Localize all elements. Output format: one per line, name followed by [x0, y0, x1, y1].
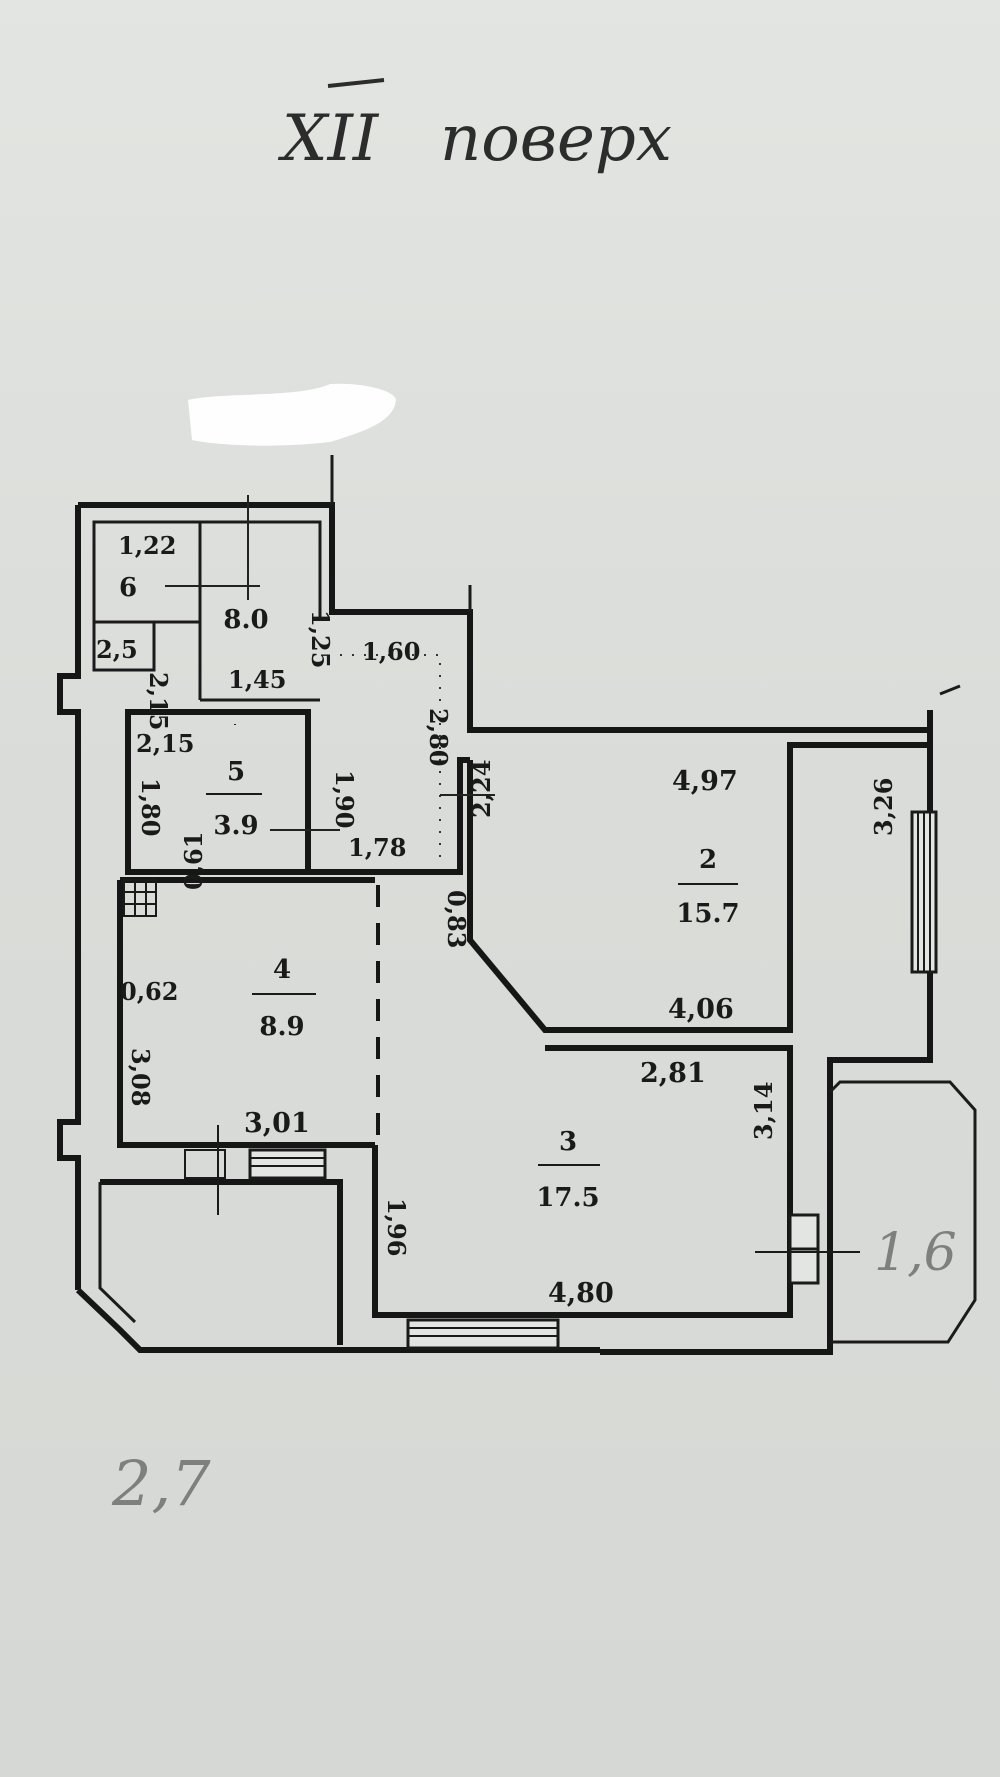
room-4-number: 4 — [273, 955, 291, 985]
kitchen-window — [248, 1148, 327, 1180]
floor-word: поверх — [440, 102, 672, 176]
corridor-wall-bottom — [308, 757, 470, 875]
outer-wall-left — [57, 505, 81, 1290]
room-4-outline — [117, 877, 380, 1148]
balcony-left-area: 2,7 — [111, 1447, 211, 1520]
dim-4-06: 4,06 — [668, 994, 734, 1025]
stove-icon — [123, 879, 157, 917]
corridor-partitions — [308, 742, 930, 1033]
room-5-number: 5 — [227, 757, 245, 787]
balcony-right-walls — [828, 1080, 977, 1344]
room-4-left-bottom-wall — [117, 880, 375, 1148]
dim-2-81: 2,81 — [640, 1058, 706, 1089]
room-3-walls — [372, 1045, 793, 1318]
dim-3-08: 3,08 — [126, 1048, 155, 1106]
room-2-walls — [467, 742, 930, 1033]
hall-top-wall — [200, 520, 322, 620]
room-2-window — [910, 810, 938, 974]
kitchen-door — [184, 1149, 226, 1179]
dim-2-5: 2,5 — [96, 635, 138, 664]
dim-2-24: 2,24 — [467, 760, 496, 818]
room-6-outline — [92, 520, 202, 700]
dim-1-45: 1,45 — [228, 665, 286, 694]
floor-header: XII поверх — [277, 78, 672, 176]
room-3-area: 17.5 — [536, 1183, 599, 1213]
outer-wall-top — [78, 502, 930, 733]
dim-3-26: 3,26 — [869, 778, 898, 836]
dim-1-96: 1,96 — [382, 1198, 411, 1256]
dim-1-22: 1,22 — [118, 531, 176, 560]
dim-2-15-small: 2,15 — [144, 672, 173, 730]
room-3-outline — [372, 1045, 860, 1350]
dim-1-60: 1,60 — [362, 637, 420, 666]
dim-1-80: 1,80 — [136, 778, 165, 836]
dim-0-61: 0,61 — [179, 832, 208, 890]
outer-wall-bottom-left — [75, 1287, 350, 1353]
redaction-smudge — [188, 383, 396, 446]
balcony-left-rail — [98, 1182, 137, 1324]
dim-4-80: 4,80 — [548, 1278, 614, 1309]
floor-number-roman: XII — [277, 102, 380, 176]
dim-3-01: 3,01 — [244, 1108, 310, 1139]
dim-1-25: 1,25 — [306, 610, 335, 668]
dim-4-97: 4,97 — [672, 766, 738, 797]
balcony-right-outline — [828, 1080, 977, 1344]
room-2-number: 2 — [699, 845, 717, 875]
room-4-area: 8.9 — [259, 1012, 304, 1042]
room-5-area: 3.9 — [213, 811, 258, 841]
balcony-right-area: 1,6 — [874, 1223, 957, 1283]
dim-3-14: 3,14 — [749, 1082, 778, 1140]
roman-overline — [327, 78, 385, 88]
room-5-outline — [125, 709, 340, 875]
dimension-labels: 1,22 2,5 1,45 1,60 2,15 1,78 4,97 4,06 0… — [96, 531, 898, 1309]
room-6-number: 6 — [119, 573, 137, 603]
balcony-left-walls — [100, 1179, 343, 1345]
room-labels: 2 15.7 3 17.5 4 8.9 5 3.9 6 8.0 — [119, 573, 740, 1213]
outer-wall-right — [600, 710, 933, 1355]
dim-1-78: 1,78 — [348, 833, 406, 862]
dim-2-80: 2,80 — [424, 708, 453, 766]
room-3-window — [406, 1318, 560, 1350]
right-wall-tick — [939, 684, 961, 696]
room-3-number: 3 — [559, 1127, 577, 1157]
room-2-area: 15.7 — [676, 899, 739, 929]
dim-1-90: 1,90 — [330, 770, 359, 828]
balcony-left-outline — [98, 1125, 343, 1345]
handwritten-annotations: 1,6 2,7 — [111, 1223, 957, 1520]
hall-area: 8.0 — [223, 605, 268, 635]
dim-2-15: 2,15 — [136, 729, 194, 758]
dim-0-83: 0,83 — [442, 890, 471, 948]
hall-outline — [165, 495, 441, 860]
room-5-walls — [125, 709, 311, 875]
outer-walls — [57, 455, 961, 1355]
dim-0-62: 0,62 — [120, 977, 178, 1006]
room-6-closet — [92, 620, 156, 672]
